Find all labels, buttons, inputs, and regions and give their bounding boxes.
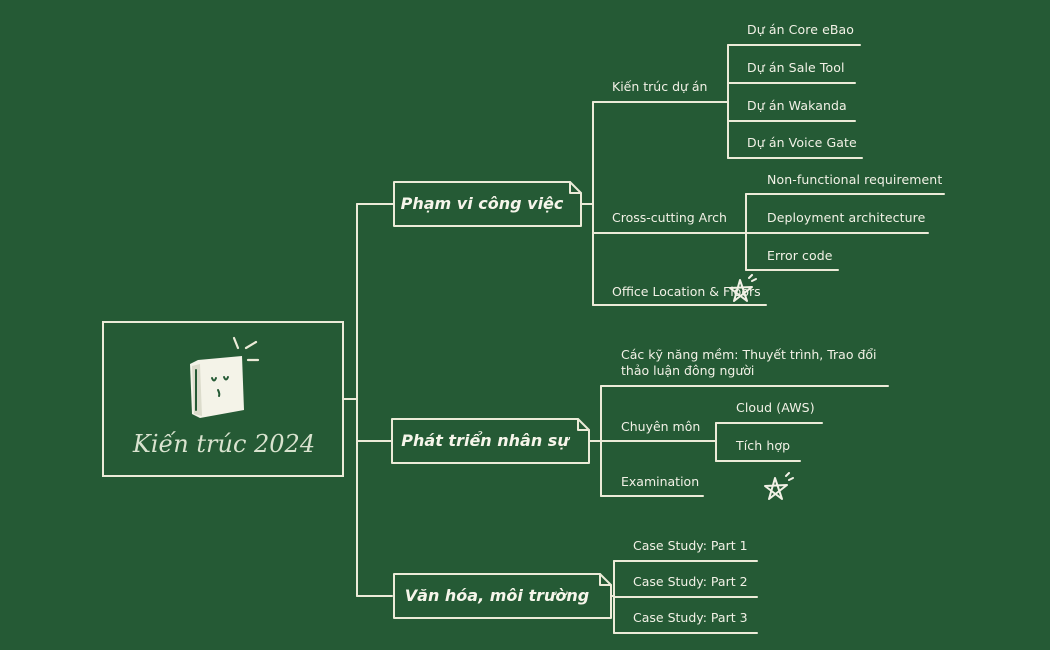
subtopic-case-study-part-2[interactable]: Case Study: Part 2: [633, 574, 748, 589]
subtopic-office-location[interactable]: Office Location & Floors: [612, 284, 761, 299]
subtopic-case-study-part-3[interactable]: Case Study: Part 3: [633, 610, 748, 625]
subtopic-case-study-part-1[interactable]: Case Study: Part 1: [633, 538, 748, 553]
subtopic-kien-truc-du-an[interactable]: Kiến trúc dự án: [612, 79, 708, 94]
branch-pham-vi-cong-viec[interactable]: Phạm vi công việc: [400, 194, 564, 213]
book-character-icon: [190, 336, 260, 418]
subtopic-cross-cutting-arch[interactable]: Cross-cutting Arch: [612, 210, 727, 225]
central-topic-title: Kiến trúc 2024: [132, 430, 316, 458]
subtopic-chuyen-mon[interactable]: Chuyên môn: [621, 419, 701, 434]
star-icon: [764, 472, 794, 500]
leaf-du-an-wakanda[interactable]: Dự án Wakanda: [747, 98, 847, 113]
subtopic-ky-nang-mem[interactable]: Các kỹ năng mềm: Thuyết trình, Trao đổi …: [621, 347, 877, 378]
leaf-error-code[interactable]: Error code: [767, 248, 833, 263]
branch-phat-trien-nhan-su[interactable]: Phát triển nhân sự: [401, 431, 569, 450]
leaf-deployment-architecture[interactable]: Deployment architecture: [767, 210, 926, 225]
leaf-du-an-sale-tool[interactable]: Dự án Sale Tool: [747, 60, 845, 75]
leaf-non-functional-requirement[interactable]: Non-functional requirement: [767, 172, 943, 187]
leaf-du-an-voice-gate[interactable]: Dự án Voice Gate: [747, 135, 857, 150]
leaf-cloud-aws[interactable]: Cloud (AWS): [736, 400, 815, 415]
branch-van-hoa-moi-truong[interactable]: Văn hóa, môi trường: [404, 586, 590, 605]
central-topic-box[interactable]: [102, 321, 344, 477]
star-icon: [729, 274, 757, 302]
leaf-tich-hop[interactable]: Tích hợp: [736, 438, 791, 453]
leaf-du-an-core-ebao[interactable]: Dự án Core eBao: [747, 22, 855, 37]
subtopic-examination[interactable]: Examination: [621, 474, 700, 489]
